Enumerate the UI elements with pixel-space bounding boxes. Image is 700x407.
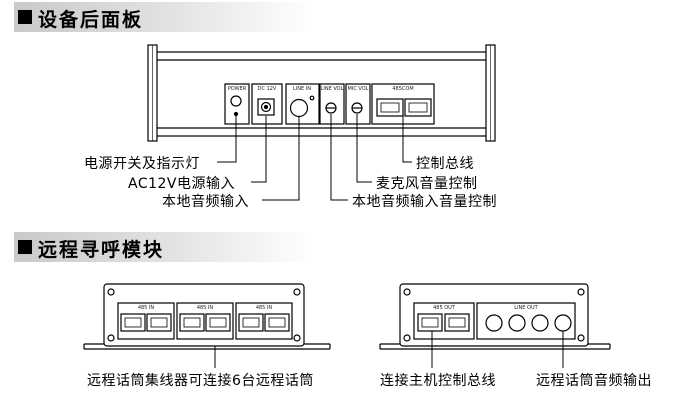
hub-port-group-1 [117,302,175,340]
rj45-port-icon [120,313,146,332]
rear-panel-device [147,44,496,142]
screw-icon [403,334,411,342]
caption-audio-out: 远程话筒音频输出 [536,373,652,389]
line-vol-port-frame [319,83,345,125]
callout-line-vol: 本地音频输入音量控制 [352,194,497,210]
callout-dc-input: AC12V电源输入 [128,176,235,192]
rj45-port-icon [205,313,231,332]
rj45-port-icon [264,313,290,332]
line-out-jack-icon [531,314,549,332]
callout-line-input: 本地音频输入 [162,194,249,210]
line-vol-port-label: LINE VOL [321,86,344,92]
power-port-label: POWER [228,86,247,92]
callout-mic-vol: 麦克风音量控制 [376,176,478,192]
hub-port-label-3: 485 IN [256,305,273,311]
caption-hub: 远程话筒集线器可连接6台远程话筒 [87,373,314,389]
screw-icon [293,334,301,342]
dc-port-frame [251,83,283,125]
out-port-group [413,302,475,340]
bullet-square-icon [18,10,32,24]
line-in-jack-icon [289,98,309,118]
screw-icon [577,334,585,342]
rj45-port-icon [404,98,432,117]
remote-paging-section-header: 远程寻呼模块 [14,232,314,262]
line-in-port-frame [285,83,320,125]
dc-jack-icon [257,98,275,116]
mic-vol-port-label: MIC VOL [348,86,369,92]
rear-panel-leaders [217,114,412,201]
rj45-port-icon [444,313,470,332]
callout-bus: 控制总线 [416,156,474,172]
power-switch-icon [230,95,242,107]
rj45-port-icon [376,98,404,117]
bullet-square-icon [18,240,32,254]
rear-panel-section-header: 设备后面板 [14,2,314,32]
out-port-label: 485 OUT [433,305,456,311]
screw-icon [107,334,115,342]
port-labels: POWER DC 12V LINE IN LINE VOL MIC VOL 48… [138,86,539,311]
screw-icon [293,288,301,296]
power-indicator-icon [233,111,239,117]
remote-paging-leaders [214,331,564,368]
rear-panel-body [150,51,493,137]
hub-port-group-3 [235,302,293,340]
caption-host-bus: 连接主机控制总线 [380,373,496,389]
rj45-port-icon [146,313,172,332]
mic-vol-port-frame [345,83,371,125]
power-port-frame [224,83,250,125]
callout-power-switch: 电源开关及指示灯 [84,156,200,172]
screw-icon [107,288,115,296]
remote-paging-title: 远程寻呼模块 [38,239,165,261]
screw-icon [577,288,585,296]
rj45-port-icon [179,313,205,332]
rj45-port-icon [238,313,264,332]
line-in-port-label: LINE IN [293,86,311,92]
screw-icon [403,288,411,296]
hub-port-group-2 [176,302,234,340]
line-out-jack-icon [485,314,503,332]
line-out-port-label: LINE OUT [514,305,538,311]
line-out-port-group [476,302,576,340]
line-out-jack-icon [508,314,526,332]
hub-port-label-1: 485 IN [138,305,155,311]
mic-hub-device [83,283,331,350]
rear-panel-title: 设备后面板 [38,9,144,31]
mic-output-device [379,283,611,350]
hub-port-label-2: 485 IN [197,305,214,311]
dc-port-label: DC 12V [258,86,277,92]
rj45-port-icon [417,313,443,332]
rs485-port-label: 485COM [392,86,413,92]
